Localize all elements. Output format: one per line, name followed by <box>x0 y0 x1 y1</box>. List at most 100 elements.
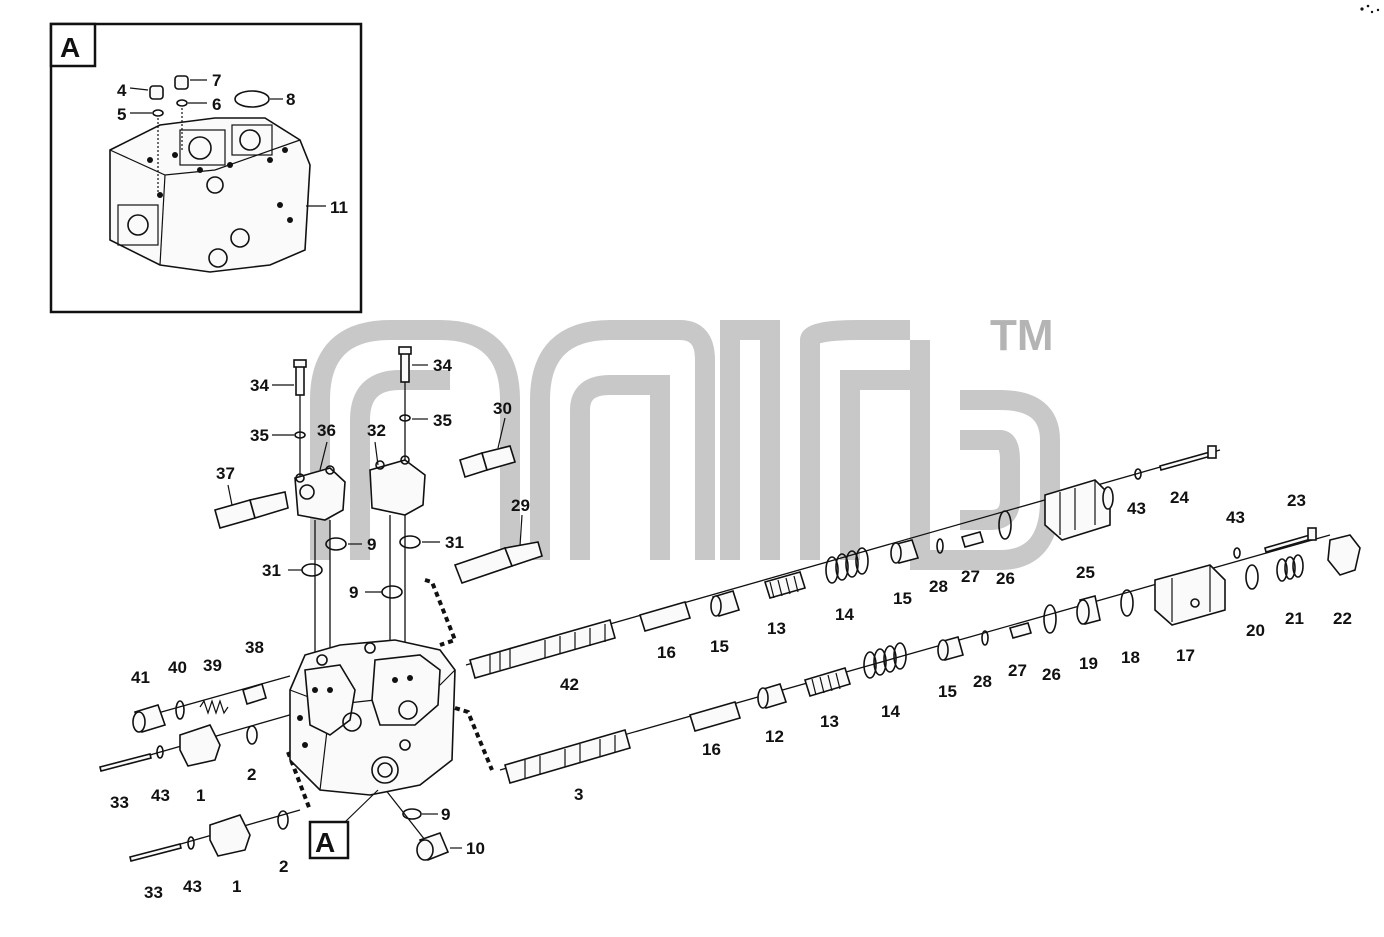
bolt-23 <box>1264 527 1317 553</box>
callout-40: 40 <box>168 658 187 677</box>
callout-39: 39 <box>203 656 222 675</box>
callout-43b: 43 <box>183 877 202 896</box>
washer-35-left <box>294 431 306 439</box>
callout-31b: 31 <box>445 533 464 552</box>
callout-14a: 14 <box>835 605 854 624</box>
callout-9a: 9 <box>367 535 376 554</box>
cylinder-17 <box>1154 564 1226 626</box>
bolt-33a <box>99 753 152 772</box>
plunger-27b <box>1008 622 1033 639</box>
callout-41: 41 <box>131 668 150 687</box>
sleeve-16a <box>638 601 692 632</box>
sleeve-16b <box>688 701 742 732</box>
callout-26b: 26 <box>1042 665 1061 684</box>
callout-25: 25 <box>1076 563 1095 582</box>
o-ring-9a <box>325 537 347 551</box>
corner-mark <box>1360 4 1380 14</box>
plunger-27a <box>960 531 985 548</box>
callout-15a: 15 <box>710 637 729 656</box>
spring-13a <box>763 571 807 599</box>
o-ring-9b <box>381 585 403 599</box>
plug-4 <box>149 85 164 100</box>
plug-7 <box>174 75 189 90</box>
o-ring-9c <box>402 808 422 820</box>
callout-27a: 27 <box>961 567 980 586</box>
washer-43a <box>156 745 164 759</box>
callout-36: 36 <box>317 421 336 440</box>
callout-19: 19 <box>1079 654 1098 673</box>
seal-40 <box>175 700 185 720</box>
bolt-34-right <box>398 346 412 383</box>
washer-35-right <box>399 414 411 422</box>
callout-29: 29 <box>511 496 530 515</box>
callout-34b: 34 <box>433 356 452 375</box>
callout-4: 4 <box>117 81 127 100</box>
callout-23: 23 <box>1287 491 1306 510</box>
callout-8: 8 <box>286 90 295 109</box>
callout-24: 24 <box>1170 488 1189 507</box>
watermark-logo: TM <box>310 311 1060 570</box>
cover-32 <box>369 455 426 516</box>
plug-10 <box>416 831 450 862</box>
callout-42: 42 <box>560 675 579 694</box>
cap-1b <box>209 814 251 857</box>
callout-31a: 31 <box>262 561 281 580</box>
spring-14a <box>825 547 869 584</box>
callout-43a: 43 <box>151 786 170 805</box>
bolt-34-left <box>293 359 307 396</box>
main-valve-housing <box>289 639 456 796</box>
callout-33b: 33 <box>144 883 163 902</box>
seal-20 <box>1245 564 1259 590</box>
callout-43c: 43 <box>1127 499 1146 518</box>
piston-38 <box>242 682 267 706</box>
bolt-24 <box>1159 445 1217 471</box>
callout-9b: 9 <box>349 583 358 602</box>
valve-housing-detail <box>109 117 311 273</box>
callout-14b: 14 <box>881 702 900 721</box>
callout-28a: 28 <box>929 577 948 596</box>
callout-32: 32 <box>367 421 386 440</box>
callout-38: 38 <box>245 638 264 657</box>
callout-1b: 1 <box>232 877 241 896</box>
callout-34a: 34 <box>250 376 269 395</box>
washer-43b <box>187 836 195 850</box>
cartridge-30 <box>459 445 517 479</box>
callout-11: 11 <box>330 198 348 217</box>
seal-2a <box>246 725 258 745</box>
seal-5 <box>152 109 164 117</box>
seat-15c <box>937 636 964 661</box>
callout-37: 37 <box>216 464 235 483</box>
spring-13b <box>803 667 852 697</box>
seal-26a <box>998 510 1012 540</box>
callout-35a: 35 <box>250 426 269 445</box>
callout-leaders <box>227 364 523 849</box>
callout-21: 21 <box>1285 609 1304 628</box>
seal-2b <box>277 810 289 830</box>
detail-view-a: A <box>49 22 363 314</box>
callout-16b: 16 <box>702 740 721 759</box>
callout-15b: 15 <box>893 589 912 608</box>
callout-13b: 13 <box>820 712 839 731</box>
callout-17: 17 <box>1176 646 1195 665</box>
callout-6: 6 <box>212 95 221 114</box>
spring-14b <box>863 642 907 679</box>
seat-15a <box>710 590 741 617</box>
cylinder-25 <box>1044 479 1114 541</box>
callout-28b: 28 <box>973 672 992 691</box>
callout-10: 10 <box>466 839 485 858</box>
callout-35b: 35 <box>433 411 452 430</box>
piston-12 <box>757 683 788 709</box>
cover-36 <box>294 465 346 521</box>
plug-41 <box>132 704 167 733</box>
callout-16a: 16 <box>657 643 676 662</box>
callout-labels: 4 7 5 6 8 11 34 34 35 35 36 32 30 37 29 … <box>110 71 1352 902</box>
callout-15c: 15 <box>938 682 957 701</box>
callout-12: 12 <box>765 727 784 746</box>
cartridge-37 <box>214 491 289 529</box>
watermark-tm: TM <box>990 311 1054 360</box>
piston-19 <box>1076 595 1101 625</box>
callout-1a: 1 <box>196 786 205 805</box>
callout-22: 22 <box>1333 609 1352 628</box>
seal-6 <box>176 99 188 107</box>
ring-28a <box>936 538 944 554</box>
